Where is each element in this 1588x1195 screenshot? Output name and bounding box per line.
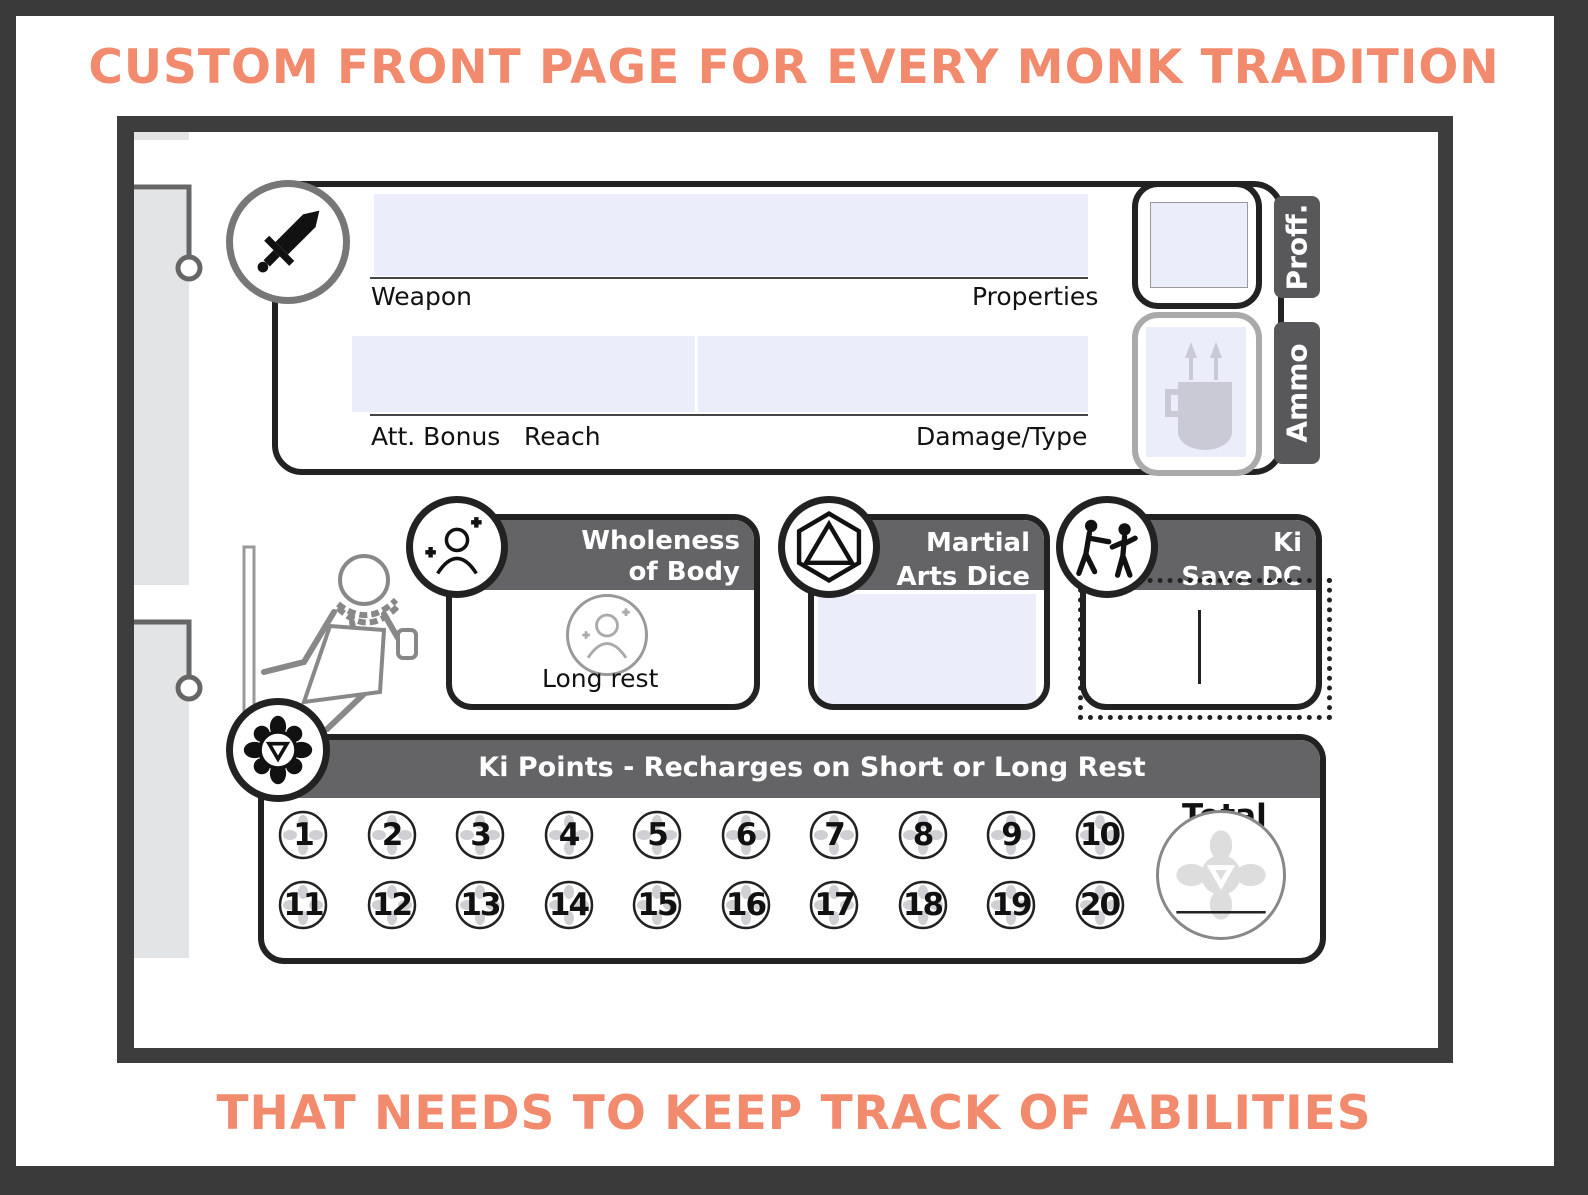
ki-point-checkbox[interactable]: 10 xyxy=(1075,810,1125,860)
ki-point-number: 18 xyxy=(902,887,944,923)
ki-point-checkbox[interactable]: 5 xyxy=(632,810,682,860)
ki-point-checkbox[interactable]: 16 xyxy=(721,880,771,930)
martial-badge xyxy=(778,496,880,598)
damage-type-label: Damage/Type xyxy=(916,422,1088,451)
fighters-icon xyxy=(1076,519,1138,578)
ki-point-checkbox[interactable]: 17 xyxy=(809,880,859,930)
long-rest-label: Long rest xyxy=(542,664,659,693)
ki-save-title-line2: Save DC xyxy=(1181,562,1302,592)
ki-save-divider xyxy=(1198,610,1201,684)
ki-point-number: 14 xyxy=(548,887,590,923)
sword-icon xyxy=(257,210,320,273)
ki-point-checkbox[interactable]: 15 xyxy=(632,880,682,930)
ki-save-dc-field[interactable] xyxy=(1086,592,1304,696)
ki-total-field[interactable] xyxy=(1156,810,1286,940)
martial-title-line2: Arts Dice xyxy=(896,562,1030,592)
damage-rule xyxy=(370,414,1088,416)
ki-point-number: 9 xyxy=(1001,817,1023,853)
ki-points-badge xyxy=(226,698,330,802)
att-bonus-label: Att. Bonus xyxy=(371,422,501,451)
ki-save-badge xyxy=(1056,496,1158,598)
selection-outline xyxy=(1078,578,1332,720)
martial-title: Martial Arts Dice xyxy=(897,526,1030,594)
ki-point-number: 2 xyxy=(381,817,404,853)
wholeness-badge xyxy=(406,496,508,598)
ki-point-checkbox[interactable]: 6 xyxy=(721,810,771,860)
reach-label: Reach xyxy=(524,422,601,451)
ki-point-number: 1 xyxy=(293,817,315,853)
connector-lines xyxy=(134,184,203,702)
proficiency-field[interactable] xyxy=(1150,202,1248,288)
headline-bottom: THAT NEEDS TO KEEP TRACK OF ABILITIES xyxy=(216,1086,1372,1141)
tab-proficiency[interactable]: Proff. xyxy=(1274,196,1320,298)
ki-point-checkbox[interactable]: 8 xyxy=(898,810,948,860)
damage-field[interactable] xyxy=(698,336,1088,412)
ki-point-checkbox[interactable]: 13 xyxy=(455,880,505,930)
ki-save-title: Ki Save DC xyxy=(1181,526,1302,594)
ki-point-number: 20 xyxy=(1079,887,1121,923)
ki-point-checkbox[interactable]: 19 xyxy=(986,880,1036,930)
proficiency-tab-label: Proff. xyxy=(1280,203,1314,291)
ki-point-checkbox[interactable]: 11 xyxy=(278,880,328,930)
ki-point-number: 11 xyxy=(283,887,324,923)
att-bonus-field[interactable] xyxy=(352,336,695,412)
ammo-tab-label: Ammo xyxy=(1280,343,1314,443)
ki-point-number: 15 xyxy=(637,887,678,923)
sidebar-strip-lower xyxy=(134,622,189,958)
ki-point-number: 16 xyxy=(725,887,767,923)
ki-point-checkbox[interactable]: 14 xyxy=(544,880,594,930)
d20-icon xyxy=(796,511,862,583)
ki-point-number: 8 xyxy=(912,817,935,853)
ki-points-card: Ki Points - Recharges on Short or Long R… xyxy=(258,734,1326,964)
weapon-rule xyxy=(370,277,1088,279)
ki-point-checkbox[interactable]: 12 xyxy=(367,880,417,930)
ki-point-number: 6 xyxy=(735,817,758,853)
long-rest-checkbox[interactable] xyxy=(566,594,648,676)
ki-point-checkbox[interactable]: 7 xyxy=(809,810,859,860)
ki-point-checkbox[interactable]: 4 xyxy=(544,810,594,860)
ki-point-number: 7 xyxy=(824,817,846,853)
sidebar-strip-top xyxy=(134,132,189,140)
ki-point-number: 3 xyxy=(470,817,492,853)
headline-top: CUSTOM FRONT PAGE FOR EVERY MONK TRADITI… xyxy=(88,40,1500,95)
ki-point-checkbox[interactable]: 9 xyxy=(986,810,1036,860)
martial-arts-dice-field[interactable] xyxy=(818,594,1036,704)
sword-badge xyxy=(226,180,350,304)
ki-points-title: Ki Points - Recharges on Short or Long R… xyxy=(478,752,1146,783)
heal-person-faded-icon xyxy=(582,608,630,659)
wholeness-title-line2: of Body xyxy=(628,557,740,587)
ki-point-number: 10 xyxy=(1079,817,1121,853)
martial-title-line1: Martial xyxy=(925,528,1030,558)
lotus-faded-icon xyxy=(1176,830,1266,920)
ki-point-number: 12 xyxy=(371,887,413,923)
properties-label: Properties xyxy=(972,282,1099,311)
ki-point-checkbox[interactable]: 18 xyxy=(898,880,948,930)
ki-point-number: 5 xyxy=(647,817,669,853)
weapon-field[interactable] xyxy=(374,194,1088,276)
sidebar-strip-upper xyxy=(134,190,189,585)
quiver-icon xyxy=(1165,342,1232,450)
tab-ammo[interactable]: Ammo xyxy=(1274,322,1320,464)
ki-point-checkbox[interactable]: 3 xyxy=(455,810,505,860)
weapon-label: Weapon xyxy=(371,282,472,311)
ki-point-number: 13 xyxy=(460,887,501,923)
ki-point-checkbox[interactable]: 20 xyxy=(1075,880,1125,930)
ki-save-title-line1: Ki xyxy=(1272,528,1302,558)
heal-person-icon xyxy=(425,517,482,575)
ki-point-checkbox[interactable]: 1 xyxy=(278,810,328,860)
ki-point-number: 4 xyxy=(558,817,581,853)
lotus-icon xyxy=(243,715,313,785)
ki-points-header xyxy=(264,740,1320,798)
wholeness-title-line1: Wholeness xyxy=(581,526,740,556)
ki-point-number: 19 xyxy=(991,887,1032,923)
character-sheet-preview: Weapon Properties Att. Bonus Reach Damag… xyxy=(134,132,1438,1048)
wholeness-title: Wholeness of Body xyxy=(581,526,740,588)
ki-point-checkbox[interactable]: 2 xyxy=(367,810,417,860)
ki-point-number: 17 xyxy=(814,887,855,923)
